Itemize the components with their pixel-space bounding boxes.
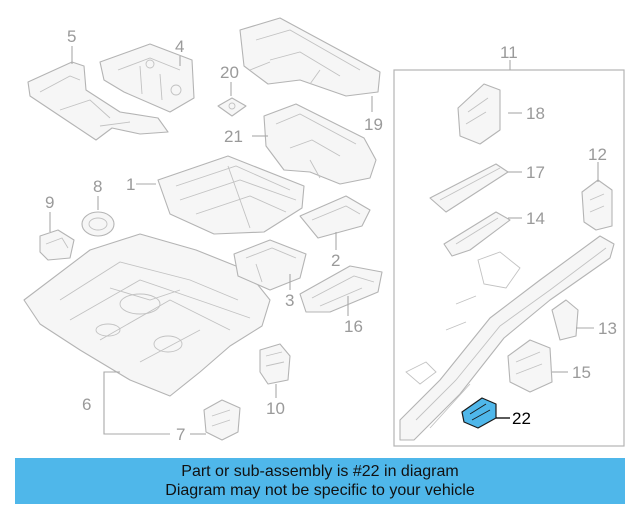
leader-6 xyxy=(103,371,170,435)
callout-11: 11 xyxy=(500,43,518,62)
callout-10: 10 xyxy=(266,399,285,418)
callout-15: 15 xyxy=(572,363,591,382)
part-5-illustration xyxy=(27,61,169,141)
parts-diagram: 1 2 3 4 5 6 7 8 9 10 11 12 13 14 15 16 1… xyxy=(23,17,625,447)
info-banner: Part or sub-assembly is #22 in diagram D… xyxy=(15,458,625,504)
callout-2: 2 xyxy=(331,251,340,270)
callout-7: 7 xyxy=(176,425,185,444)
part-17-illustration xyxy=(429,163,509,213)
part-7-illustration xyxy=(203,399,241,441)
part-8-illustration xyxy=(81,211,115,237)
side-member-illustration xyxy=(399,235,615,441)
part-4-illustration xyxy=(99,43,195,113)
part-21-illustration xyxy=(263,103,377,185)
callout-17: 17 xyxy=(526,163,545,182)
callout-4: 4 xyxy=(175,37,184,56)
part-10-illustration xyxy=(259,343,291,385)
part-15-illustration xyxy=(507,339,553,393)
banner-line-1: Part or sub-assembly is #22 in diagram xyxy=(181,463,459,480)
callout-9: 9 xyxy=(45,193,54,212)
callout-14: 14 xyxy=(526,209,545,228)
callout-6: 6 xyxy=(82,395,91,414)
callout-8: 8 xyxy=(93,177,102,196)
callout-18: 18 xyxy=(526,104,545,123)
part-20-illustration xyxy=(217,97,247,117)
callout-13: 13 xyxy=(598,319,617,338)
part-1-illustration xyxy=(157,155,305,235)
banner-line-2: Diagram may not be specific to your vehi… xyxy=(165,482,475,499)
part-18-illustration xyxy=(457,83,501,145)
part-6-illustration xyxy=(23,233,271,397)
part-19-illustration xyxy=(239,17,381,97)
part-14-illustration xyxy=(443,211,511,257)
callout-16: 16 xyxy=(344,317,363,336)
callout-20: 20 xyxy=(220,63,239,82)
callout-5: 5 xyxy=(67,27,76,46)
part-3-illustration xyxy=(233,239,307,291)
part-22-illustration xyxy=(461,397,497,429)
callout-1: 1 xyxy=(126,175,135,194)
callout-21: 21 xyxy=(224,127,243,146)
part-13-illustration xyxy=(551,299,579,341)
part-12-illustration xyxy=(581,179,613,231)
callout-12: 12 xyxy=(588,145,607,164)
callout-19: 19 xyxy=(364,115,383,134)
part-9-illustration xyxy=(39,229,75,261)
callout-3: 3 xyxy=(285,291,294,310)
part-2-illustration xyxy=(299,195,371,239)
assembly-11-box xyxy=(393,69,625,447)
callout-22: 22 xyxy=(512,409,531,428)
part-16-illustration xyxy=(299,265,383,313)
